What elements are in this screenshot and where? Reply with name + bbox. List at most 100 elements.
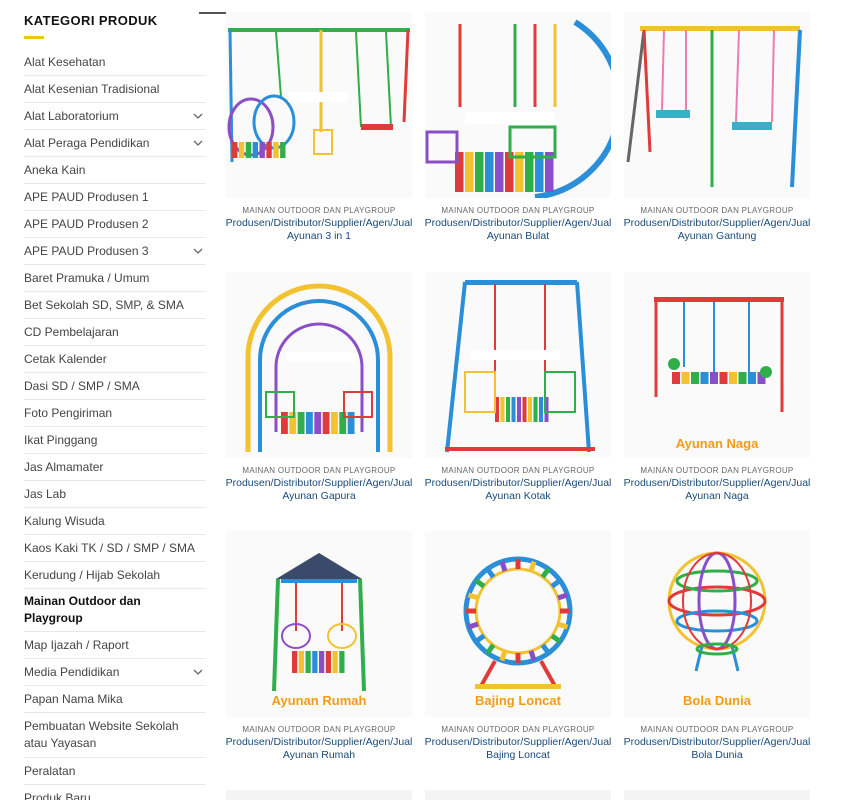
round-swing-image[interactable] xyxy=(425,12,611,198)
sidebar-category-item[interactable]: Kaos Kaki TK / SD / SMP / SMA xyxy=(24,535,206,562)
sidebar-category-label[interactable]: Bet Sekolah SD, SMP, & SMA xyxy=(24,297,184,312)
product-title-name[interactable]: Ayunan Bulat xyxy=(486,230,550,242)
product-title-name[interactable]: Bajing Loncat xyxy=(486,749,550,761)
sidebar-category-label[interactable]: Alat Laboratorium xyxy=(24,108,119,123)
sidebar-category-item[interactable]: Pembuatan Website Sekolah atau Yayasan xyxy=(24,713,206,758)
sidebar-category-item[interactable]: APE PAUD Produsen 1 xyxy=(24,184,206,211)
sidebar-category-label[interactable]: Media Pendidikan xyxy=(24,664,120,679)
hamster-wheel-image[interactable]: Bajing Loncat xyxy=(425,531,611,717)
swing-3in1-image[interactable] xyxy=(226,12,412,198)
sidebar-category-label[interactable]: Cetak Kalender xyxy=(24,351,107,366)
sidebar-category-label[interactable]: Dasi SD / SMP / SMA xyxy=(24,378,140,393)
house-swing-image[interactable]: Ayunan Rumah xyxy=(226,531,412,717)
hanging-swing-image[interactable] xyxy=(624,12,810,198)
product-title-name[interactable]: Ayunan Kotak xyxy=(485,490,551,502)
sidebar-category-label[interactable]: APE PAUD Produsen 1 xyxy=(24,189,149,204)
sidebar-category-item[interactable]: Ikat Pinggang xyxy=(24,427,206,454)
sidebar-category-label[interactable]: Ikat Pinggang xyxy=(24,432,98,447)
sidebar-category-item[interactable]: Kerudung / Hijab Sekolah xyxy=(24,562,206,589)
next-row-thumbnail[interactable] xyxy=(226,790,412,800)
product-category-label[interactable]: MAINAN OUTDOOR DAN PLAYGROUP xyxy=(640,206,794,215)
sidebar-category-label[interactable]: Baret Pramuka / Umum xyxy=(24,270,150,285)
sidebar-category-label[interactable]: APE PAUD Produsen 2 xyxy=(24,216,149,231)
product-title-name[interactable]: Bola Dunia xyxy=(691,749,743,761)
product-category-label[interactable]: MAINAN OUTDOOR DAN PLAYGROUP xyxy=(441,725,595,734)
sidebar-category-item[interactable]: CD Pembelajaran xyxy=(24,319,206,346)
sidebar-category-item[interactable]: Alat Laboratorium xyxy=(24,103,206,130)
sidebar-category-label[interactable]: Pembuatan Website Sekolah atau Yayasan xyxy=(24,719,179,750)
sidebar-category-item[interactable]: APE PAUD Produsen 2 xyxy=(24,211,206,238)
sidebar-category-item[interactable]: Alat Kesehatan xyxy=(24,49,206,76)
globe-climber-image[interactable]: Bola Dunia xyxy=(624,531,810,717)
product-title[interactable]: Produsen/Distributor/Supplier/Agen/Jual xyxy=(623,736,811,748)
sidebar-category-label[interactable]: Mainan Outdoor dan Playgroup xyxy=(24,594,141,625)
product-category-label[interactable]: MAINAN OUTDOOR DAN PLAYGROUP xyxy=(242,466,396,475)
sidebar-category-label[interactable]: Jas Lab xyxy=(24,486,67,501)
sidebar-category-item[interactable]: Jas Almamater xyxy=(24,454,206,481)
sidebar-category-label[interactable]: Alat Kesehatan xyxy=(24,54,106,69)
sidebar-category-item[interactable]: Cetak Kalender xyxy=(24,346,206,373)
chevron-down-icon[interactable] xyxy=(192,110,204,122)
sidebar-category-label[interactable]: Peralatan xyxy=(24,763,76,778)
sidebar-category-item[interactable]: Jas Lab xyxy=(24,481,206,508)
sidebar-category-label[interactable]: Papan Nama Mika xyxy=(24,691,123,706)
chevron-down-icon[interactable] xyxy=(192,245,204,257)
product-title-name[interactable]: Ayunan Naga xyxy=(685,490,749,502)
chevron-down-icon[interactable] xyxy=(192,137,204,149)
sidebar-category-item[interactable]: Baret Pramuka / Umum xyxy=(24,265,206,292)
product-image-caption: Ayunan Naga xyxy=(675,436,759,451)
sidebar-category-label[interactable]: Foto Pengiriman xyxy=(24,405,113,420)
sidebar-category-item[interactable]: APE PAUD Produsen 3 xyxy=(24,238,206,265)
dragon-swing-image[interactable]: Ayunan Naga xyxy=(624,272,810,458)
product-title-name[interactable]: Ayunan Rumah xyxy=(282,749,356,761)
product-category-label[interactable]: MAINAN OUTDOOR DAN PLAYGROUP xyxy=(640,725,794,734)
product-title[interactable]: Produsen/Distributor/Supplier/Agen/Jual xyxy=(424,477,612,489)
sidebar-category-item[interactable]: Media Pendidikan xyxy=(24,659,206,686)
arch-swing-image[interactable] xyxy=(226,272,412,458)
sidebar-category-item[interactable]: Foto Pengiriman xyxy=(24,400,206,427)
product-title[interactable]: Produsen/Distributor/Supplier/Agen/Jual xyxy=(424,736,612,748)
sidebar-category-label[interactable]: Aneka Kain xyxy=(24,162,86,177)
sidebar-category-item[interactable]: Alat Peraga Pendidikan xyxy=(24,130,206,157)
box-swing-image[interactable] xyxy=(425,272,611,458)
sidebar-category-label[interactable]: Jas Almamater xyxy=(24,459,104,474)
product-category-label[interactable]: MAINAN OUTDOOR DAN PLAYGROUP xyxy=(441,206,595,215)
product-category-label[interactable]: MAINAN OUTDOOR DAN PLAYGROUP xyxy=(441,466,595,475)
next-row-thumbnail[interactable] xyxy=(425,790,611,800)
product-category-label[interactable]: MAINAN OUTDOOR DAN PLAYGROUP xyxy=(640,466,794,475)
sidebar-category-item[interactable]: Kalung Wisuda xyxy=(24,508,206,535)
next-row-thumbnail[interactable] xyxy=(624,790,810,800)
product-title[interactable]: Produsen/Distributor/Supplier/Agen/Jual xyxy=(225,217,413,229)
sidebar-category-item[interactable]: Papan Nama Mika xyxy=(24,686,206,713)
product-title[interactable]: Produsen/Distributor/Supplier/Agen/Jual xyxy=(225,736,413,748)
sidebar-category-label[interactable]: Alat Peraga Pendidikan xyxy=(24,135,150,150)
sidebar-category-label[interactable]: Kalung Wisuda xyxy=(24,513,105,528)
product-title-name[interactable]: Ayunan 3 in 1 xyxy=(286,230,352,242)
sidebar-category-label[interactable]: Kaos Kaki TK / SD / SMP / SMA xyxy=(24,540,195,555)
sidebar-category-item[interactable]: Dasi SD / SMP / SMA xyxy=(24,373,206,400)
sidebar-category-label[interactable]: Alat Kesenian Tradisional xyxy=(24,81,160,96)
sidebar-category-label[interactable]: Produk Baru xyxy=(24,790,91,800)
product-category-label[interactable]: MAINAN OUTDOOR DAN PLAYGROUP xyxy=(242,206,396,215)
sidebar-category-label[interactable]: Map Ijazah / Raport xyxy=(24,637,129,652)
sidebar-category-item[interactable]: Map Ijazah / Raport xyxy=(24,632,206,659)
sidebar-category-item[interactable]: Mainan Outdoor dan Playgroup xyxy=(24,589,206,632)
sidebar-category-item[interactable]: Bet Sekolah SD, SMP, & SMA xyxy=(24,292,206,319)
product-title[interactable]: Produsen/Distributor/Supplier/Agen/Jual xyxy=(225,477,413,489)
sidebar-title: KATEGORI PRODUK xyxy=(24,13,158,28)
product-title[interactable]: Produsen/Distributor/Supplier/Agen/Jual xyxy=(623,477,811,489)
sidebar-category-label[interactable]: CD Pembelajaran xyxy=(24,324,119,339)
sidebar-category-item[interactable]: Produk Baru xyxy=(24,785,206,800)
product-title-name[interactable]: Ayunan Gapura xyxy=(282,490,356,502)
chevron-down-icon[interactable] xyxy=(192,666,204,678)
sidebar-category-label[interactable]: APE PAUD Produsen 3 xyxy=(24,243,149,258)
product-title-name[interactable]: Ayunan Gantung xyxy=(677,230,757,242)
product-category-label[interactable]: MAINAN OUTDOOR DAN PLAYGROUP xyxy=(242,725,396,734)
sidebar-category-item[interactable]: Aneka Kain xyxy=(24,157,206,184)
product-title[interactable]: Produsen/Distributor/Supplier/Agen/Jual xyxy=(623,217,811,229)
product-title[interactable]: Produsen/Distributor/Supplier/Agen/Jual xyxy=(424,217,612,229)
sidebar-category-label[interactable]: Kerudung / Hijab Sekolah xyxy=(24,567,161,582)
sidebar-category-item[interactable]: Peralatan xyxy=(24,758,206,785)
sidebar-category-item[interactable]: Alat Kesenian Tradisional xyxy=(24,76,206,103)
